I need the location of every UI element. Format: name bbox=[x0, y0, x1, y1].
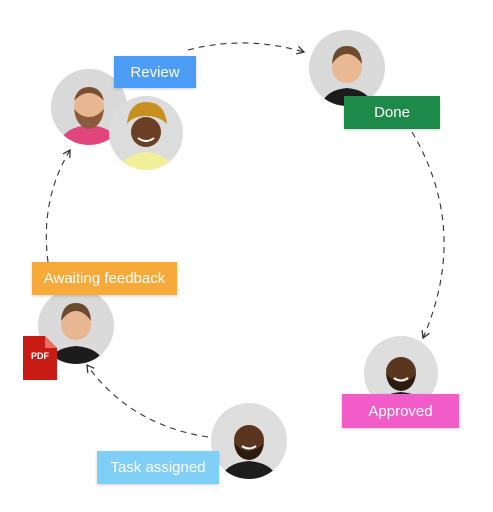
person-photo-icon bbox=[51, 69, 127, 145]
pdf-file-icon: PDF bbox=[23, 336, 57, 380]
pdf-label: PDF bbox=[31, 351, 49, 361]
person-photo-icon bbox=[211, 403, 287, 479]
stage-label-done: Done bbox=[344, 96, 440, 129]
arrow-review-to-done bbox=[187, 42, 306, 55]
avatar-done-man bbox=[309, 30, 385, 106]
avatar-task-assigned-man bbox=[211, 403, 287, 479]
arrow-task-assigned-to-awaiting bbox=[86, 363, 209, 438]
person-photo-icon bbox=[109, 96, 183, 170]
avatar-review-woman bbox=[109, 96, 183, 170]
stage-label-approved: Approved bbox=[342, 394, 459, 428]
stage-label-task-assigned: Task assigned bbox=[97, 451, 219, 484]
arrow-awaiting-to-review bbox=[45, 148, 71, 263]
person-photo-icon bbox=[309, 30, 385, 106]
arrow-done-to-approved bbox=[411, 131, 445, 340]
stage-label-awaiting-feedback: Awaiting feedback bbox=[32, 262, 177, 295]
stage-label-review: Review bbox=[114, 56, 196, 88]
